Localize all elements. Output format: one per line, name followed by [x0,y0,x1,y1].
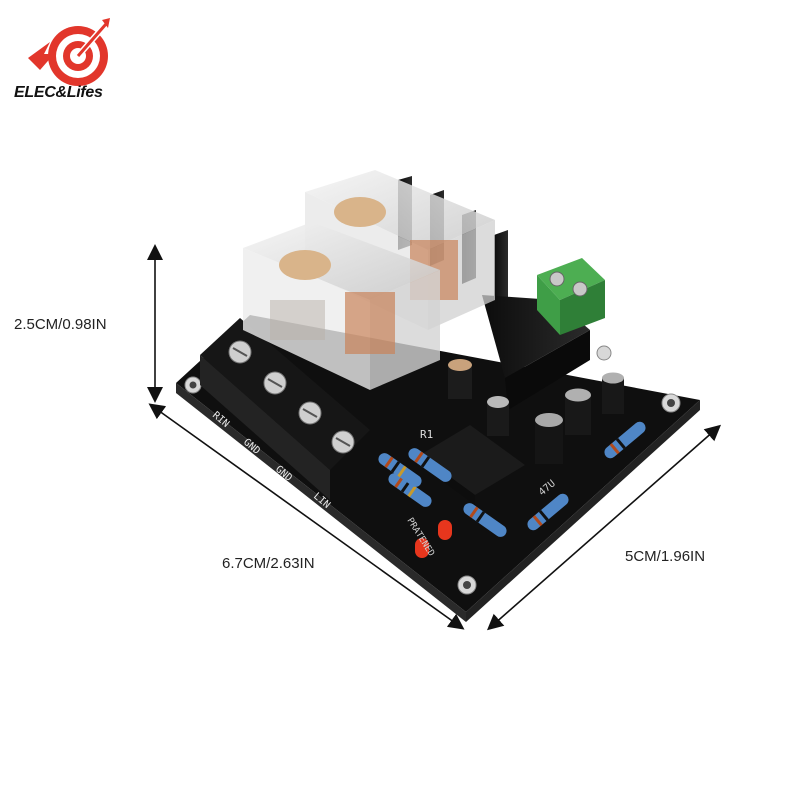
brand-name: ELEC&Lifes [14,84,103,101]
brand-logo [10,14,140,110]
red-leds [415,520,452,558]
relay-front [243,222,440,390]
capacitors [448,359,624,464]
height-dimension-label: 2.5CM/0.98IN [14,316,107,333]
green-terminal-block [537,258,605,335]
width-arrow [486,424,722,631]
screw-terminal-block [200,318,370,500]
target-logo-icon [28,18,110,86]
silk-label-r1: R1 [420,428,433,441]
length-arrow [148,403,465,630]
resistors [378,421,646,537]
